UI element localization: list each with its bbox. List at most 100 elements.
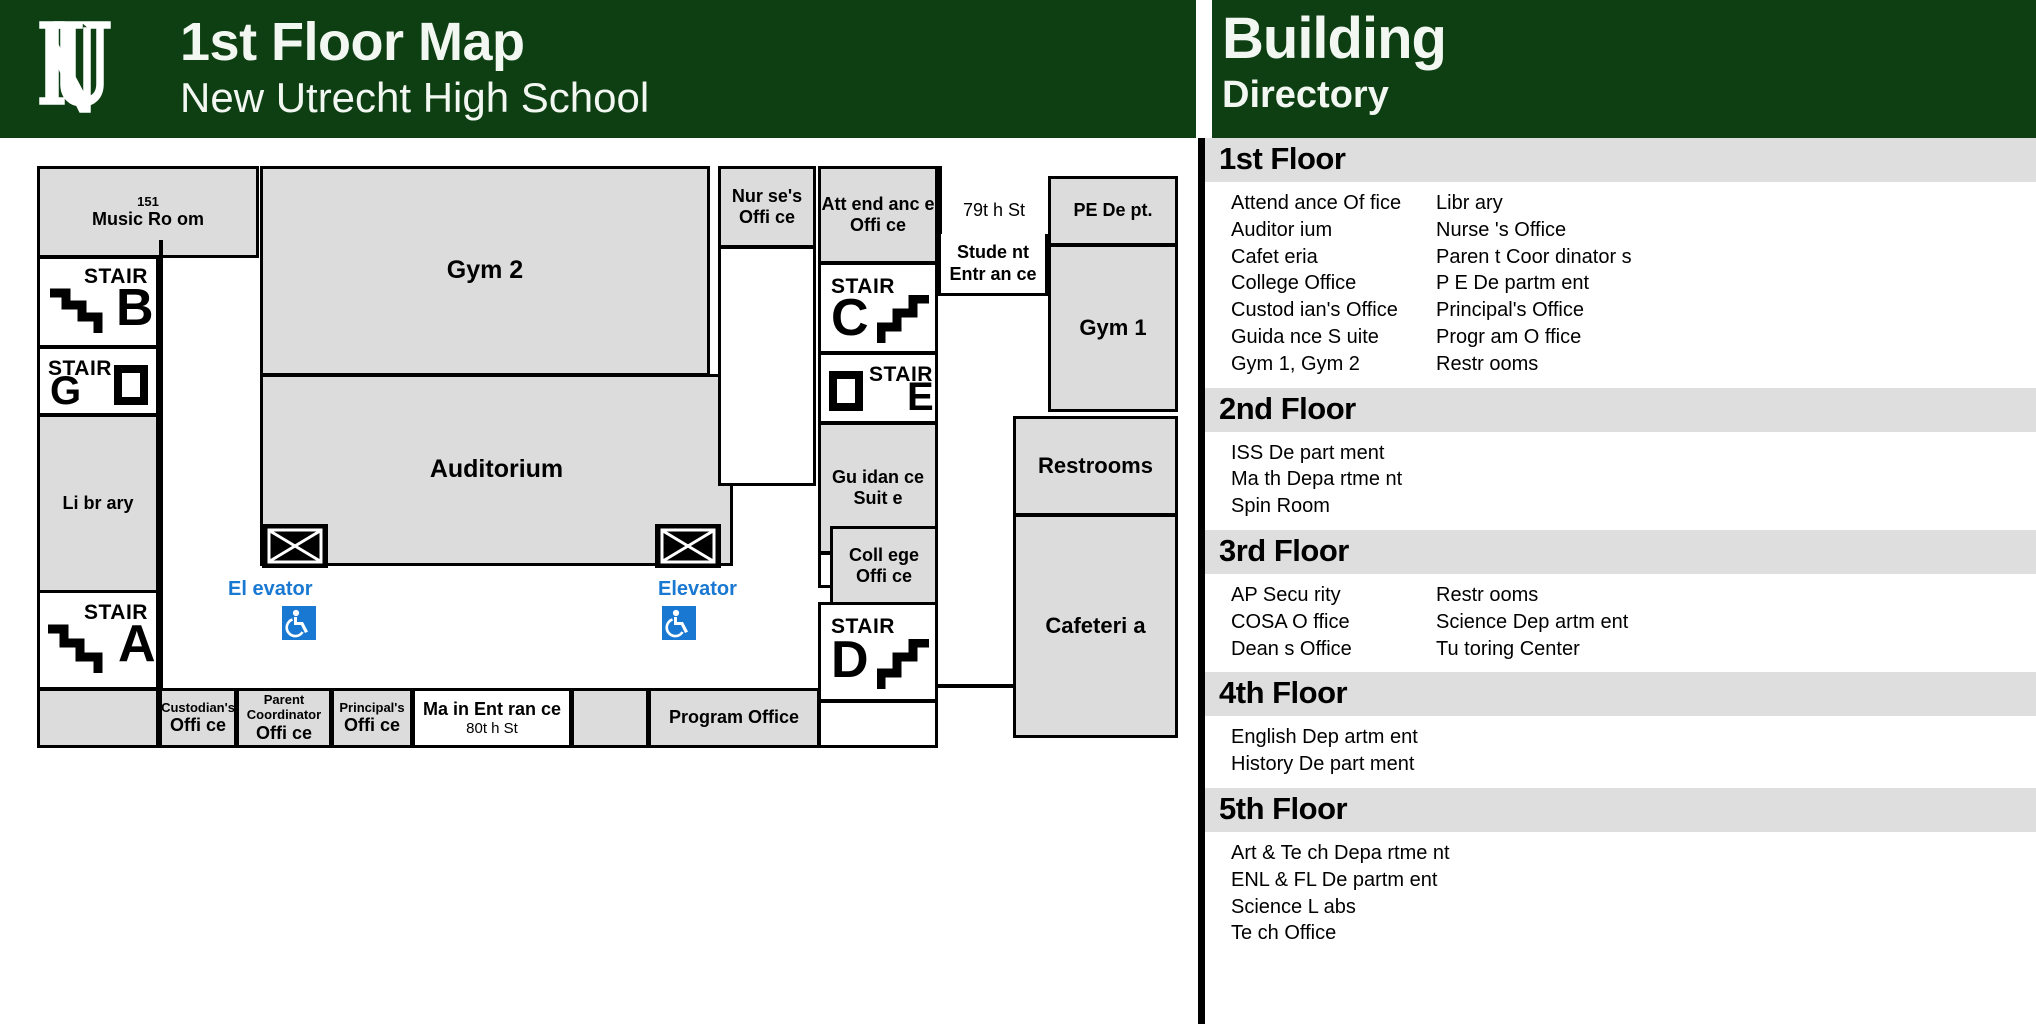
room-program-office-label: Program Office — [668, 707, 800, 728]
stairs-icon — [50, 288, 103, 333]
directory-entry: Ma th Depa rtme nt — [1231, 468, 1403, 491]
floor-header-3rd: 3rd Floor — [1205, 529, 2036, 574]
stair-d[interactable]: STAIR D — [818, 602, 938, 702]
directory-entry: Libr ary — [1436, 192, 1503, 214]
directory-entry: Auditor ium — [1231, 218, 1333, 241]
directory-entry: Restr ooms — [1436, 583, 1539, 606]
directory-entry: Attend ance Of fice — [1231, 192, 1402, 214]
room-parent-coordinator-label: Offi ce — [255, 722, 312, 743]
room-pe-dept[interactable]: PE De pt. — [1048, 176, 1178, 246]
room-bottom-gray-1 — [571, 688, 649, 748]
directory-entry: College Office — [1231, 272, 1357, 295]
floor-header-2nd: 2nd Floor — [1205, 387, 2036, 432]
directory-entry: Restr ooms — [1436, 352, 1539, 375]
room-gym1[interactable]: Gym 1 — [1048, 244, 1178, 412]
directory-section-3rd: 3rd Floor AP Secu rity COSA O ffice Dean… — [1205, 529, 2036, 672]
directory-entry: Gym 1, Gym 2 — [1231, 352, 1360, 375]
stair-g-word: STAIR — [48, 357, 112, 380]
directory-entry: Nurse 's Office — [1436, 218, 1567, 241]
directory-entry: Science Dep artm ent — [1436, 610, 1629, 633]
directory-section-4th: 4th Floor English Dep artm ent History D… — [1205, 672, 2036, 788]
room-student-entrance[interactable]: Stude nt Entr an ce — [938, 234, 1048, 296]
stair-b-letter: B — [116, 279, 154, 337]
corridor-connector-line — [936, 684, 1016, 688]
page-title: 1st Floor Map — [180, 12, 525, 72]
street-label-80th: 80t h St — [466, 719, 518, 737]
page-subtitle: New Utrecht High School — [180, 74, 650, 121]
room-library[interactable]: Li br ary — [37, 414, 159, 594]
floor-header-1st: 1st Floor — [1205, 138, 2036, 182]
stair-e-word: STAIR — [869, 363, 933, 386]
stair-d-word: STAIR — [831, 615, 895, 638]
elevator-icon-right[interactable] — [655, 524, 721, 568]
room-bottom-left-corridor — [37, 688, 159, 748]
elevator-icon-left[interactable] — [262, 524, 328, 568]
directory-entry: English Dep artm ent — [1231, 726, 1418, 749]
room-college-office-label: Coll ege Offi ce — [848, 544, 919, 586]
wheelchair-accessible-icon-left — [282, 606, 316, 640]
directory-entry: Cafet eria — [1231, 245, 1318, 268]
floor-map: 151 Music Ro om STAIR B STAIR G Li br ar… — [0, 138, 1196, 1024]
room-auditorium-label: Auditorium — [429, 455, 564, 484]
header-banner-left — [0, 0, 1196, 138]
main-entrance[interactable]: Ma in Ent ran ce 80t h St — [412, 688, 572, 748]
stairs-icon — [877, 639, 929, 689]
room-college-office[interactable]: Coll ege Offi ce — [830, 526, 938, 606]
floor-3rd-column-1: AP Secu rity COSA O ffice Dean s Office — [1231, 582, 1436, 662]
directory-entry: ENL & FL De partm ent — [1231, 868, 1438, 891]
corridor-stair-d-bottom — [818, 700, 938, 748]
room-nurses-office[interactable]: Nur se's Offi ce — [718, 166, 816, 248]
floor-3rd-column-2: Restr ooms Science Dep artm ent Tu torin… — [1436, 582, 1736, 662]
building-directory-panel: 1st Floor Attend ance Of fice Auditor iu… — [1198, 138, 2036, 1024]
stair-g[interactable]: STAIR G — [37, 346, 159, 416]
directory-entry: Art & Te ch Depa rtme nt — [1231, 841, 1450, 864]
room-gym2-label: Gym 2 — [446, 256, 524, 285]
directory-entry: Custod ian's Office — [1231, 299, 1398, 322]
nu-monogram-logo — [36, 16, 144, 124]
directory-entry: Science L abs — [1231, 895, 1356, 918]
room-library-label: Li br ary — [62, 493, 134, 514]
floor-4th-column-1: English Dep artm ent History De part men… — [1231, 724, 1436, 778]
room-program-office[interactable]: Program Office — [648, 688, 820, 748]
floor-2nd-column-1: ISS De part ment Ma th Depa rtme nt Spin… — [1231, 440, 1436, 520]
room-principals-office-label: Offi ce — [343, 715, 400, 736]
stair-e-letter: E — [907, 375, 934, 419]
room-nurses-office-label: Nur se's Offi ce — [731, 185, 803, 227]
stairs-icon — [877, 295, 929, 343]
room-gym2[interactable]: Gym 2 — [260, 166, 710, 376]
room-music[interactable]: 151 Music Ro om — [37, 166, 259, 258]
stairs-icon — [48, 624, 103, 673]
directory-entry: History De part ment — [1231, 753, 1415, 776]
wall-line-79th-vert — [938, 166, 942, 238]
room-cafeteria[interactable]: Cafeteri a — [1013, 514, 1178, 738]
directory-entry: AP Secu rity — [1231, 583, 1341, 606]
room-custodians-office-label: Offi ce — [169, 715, 226, 736]
stair-c[interactable]: STAIR C — [818, 262, 938, 354]
directory-entry: Dean s Office — [1231, 637, 1352, 660]
room-attendance-office-label: Att end anc e Offi ce — [821, 193, 935, 235]
directory-entry: Guida nce S uite — [1231, 325, 1379, 348]
corridor-wall-left-vert — [159, 240, 163, 690]
stair-d-letter: D — [831, 631, 869, 689]
elevator-label-right: Elevator — [658, 578, 737, 600]
room-cafeteria-label: Cafeteri a — [1045, 613, 1146, 639]
room-parent-coordinator-office[interactable]: Parent Coordinator Offi ce — [236, 688, 332, 748]
room-restrooms[interactable]: Restrooms — [1013, 416, 1178, 516]
stair-b[interactable]: STAIR B — [37, 256, 159, 348]
room-custodians-office[interactable]: Custodian's Offi ce — [159, 688, 237, 748]
stair-a-letter: A — [118, 615, 156, 673]
directory-entry: P E De partm ent — [1436, 272, 1590, 295]
room-principals-office[interactable]: Principal's Offi ce — [331, 688, 413, 748]
stair-a[interactable]: STAIR A — [37, 590, 159, 690]
room-custodians-office-sub: Custodian's — [161, 699, 235, 715]
stair-e[interactable]: STAIR E — [818, 352, 938, 424]
directory-section-2nd: 2nd Floor ISS De part ment Ma th Depa rt… — [1205, 387, 2036, 530]
directory-entry: Principal's Office — [1436, 299, 1584, 322]
floor-header-4th: 4th Floor — [1205, 672, 2036, 717]
room-guidance-suite-label: Gu idan ce Suit e — [831, 466, 925, 508]
room-attendance-office[interactable]: Att end anc e Offi ce — [818, 166, 938, 264]
stair-c-word: STAIR — [831, 275, 895, 298]
stair-c-letter: C — [831, 289, 869, 347]
room-student-entrance-label: Stude nt Entr an ce — [949, 242, 1037, 284]
directory-section-1st: 1st Floor Attend ance Of fice Auditor iu… — [1205, 138, 2036, 388]
